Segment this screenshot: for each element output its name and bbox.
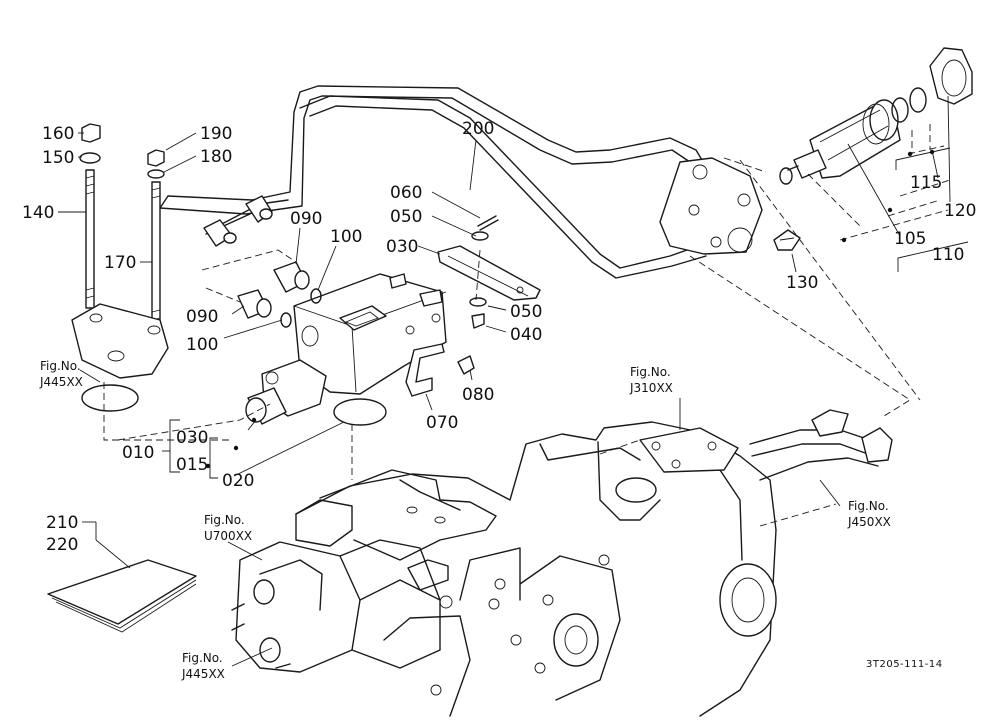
manual-sheet-210-220 <box>47 559 197 633</box>
part-label-105: 105 <box>894 229 926 249</box>
part-label-110: 110 <box>932 245 964 265</box>
leader-lines <box>58 95 951 667</box>
part-label-160: 160 <box>42 124 74 144</box>
part-label-130: 130 <box>786 273 818 293</box>
part-label-170: 170 <box>104 253 136 273</box>
dashed-assembly-lines <box>117 124 951 527</box>
o-ring-100-upper <box>310 288 322 304</box>
drawing-code: 3T205-111-14 <box>866 659 943 670</box>
bolt-080 <box>457 355 475 375</box>
washer-150 <box>79 152 101 164</box>
control-valve-body-010 <box>293 273 447 395</box>
o-ring-115-b <box>909 87 927 113</box>
stud-bolt-170 <box>151 181 161 331</box>
nut-190 <box>147 149 165 167</box>
fig-ref-j450-line1: Fig.No. <box>848 499 889 513</box>
o-ring-filter-front <box>779 167 793 185</box>
mounted-valve-assembly <box>231 469 497 673</box>
part-label-100-upper: 100 <box>330 227 362 247</box>
filter-cartridge-105 <box>787 99 901 179</box>
pipe-flange-bracket <box>659 157 763 255</box>
valve-spool-section <box>245 359 327 425</box>
o-ring-left <box>81 384 139 412</box>
nut-160 <box>81 123 101 143</box>
figure-references: Fig.No. J445XX Fig.No. J310XX Fig.No. J4… <box>39 359 891 681</box>
spacer-plate <box>71 303 169 379</box>
stud-bolt-140 <box>85 169 95 309</box>
part-label-115: 115 <box>910 173 942 193</box>
pipe-fitting-upper <box>245 195 273 223</box>
part-label-010: 010 <box>122 443 154 463</box>
lever-bracket-030 <box>437 245 541 301</box>
fig-ref-j445-lower-line1: Fig.No. <box>182 651 223 665</box>
part-label-030-lower: 030 <box>176 428 208 448</box>
pin-060 <box>477 215 499 231</box>
part-label-090-lower: 090 <box>186 307 218 327</box>
fig-ref-j445-upper-line2: J445XX <box>39 375 83 389</box>
part-label-060: 060 <box>390 183 422 203</box>
part-label-140: 140 <box>22 203 54 223</box>
fig-ref-j445-upper-line1: Fig.No. <box>40 359 81 373</box>
part-label-200: 200 <box>462 119 494 139</box>
fig-ref-j445-lower-line2: J445XX <box>181 667 225 681</box>
washer-050-lower <box>469 297 487 307</box>
part-number-labels: 160 150 140 190 180 170 200 060 050 030 … <box>22 119 976 555</box>
part-label-090-upper: 090 <box>290 209 322 229</box>
filter-cap-120 <box>929 47 973 105</box>
part-label-210: 210 <box>46 513 78 533</box>
housing-top-plate <box>639 427 739 473</box>
return-pipe-j450 <box>749 409 893 481</box>
fig-ref-j310-line1: Fig.No. <box>630 365 671 379</box>
connector-fitting-090-lower <box>237 289 272 319</box>
reference-dots <box>205 149 935 469</box>
bracket-070 <box>405 343 445 397</box>
washer-050-upper <box>471 231 489 241</box>
part-label-220: 220 <box>46 535 78 555</box>
part-label-050-upper: 050 <box>390 207 422 227</box>
part-label-030-upper: 030 <box>386 237 418 257</box>
washer-180 <box>147 169 165 179</box>
part-label-080: 080 <box>462 385 494 405</box>
fig-ref-j310-line2: J310XX <box>629 381 673 395</box>
part-label-020: 020 <box>222 471 254 491</box>
transmission-housing <box>295 421 777 717</box>
pipe-fitting-lower <box>203 219 237 247</box>
hydraulic-pipe-200 <box>159 85 709 279</box>
part-label-180: 180 <box>200 147 232 167</box>
fig-ref-j450-line2: J450XX <box>847 515 891 529</box>
part-label-150: 150 <box>42 148 74 168</box>
fig-ref-u700-line2: U700XX <box>204 529 252 543</box>
bolt-040 <box>471 313 485 329</box>
o-ring-020 <box>333 398 387 426</box>
part-label-120: 120 <box>944 201 976 221</box>
connector-fitting-090-upper <box>273 261 310 293</box>
o-ring-115-a <box>891 97 909 123</box>
bolt-130 <box>773 229 801 251</box>
part-label-015: 015 <box>176 455 208 475</box>
fig-ref-u700-line1: Fig.No. <box>204 513 245 527</box>
part-label-070: 070 <box>426 413 458 433</box>
part-label-100-lower: 100 <box>186 335 218 355</box>
part-label-040: 040 <box>510 325 542 345</box>
part-label-190: 190 <box>200 124 232 144</box>
o-ring-100-lower <box>280 312 292 328</box>
part-label-050-lower: 050 <box>510 302 542 322</box>
